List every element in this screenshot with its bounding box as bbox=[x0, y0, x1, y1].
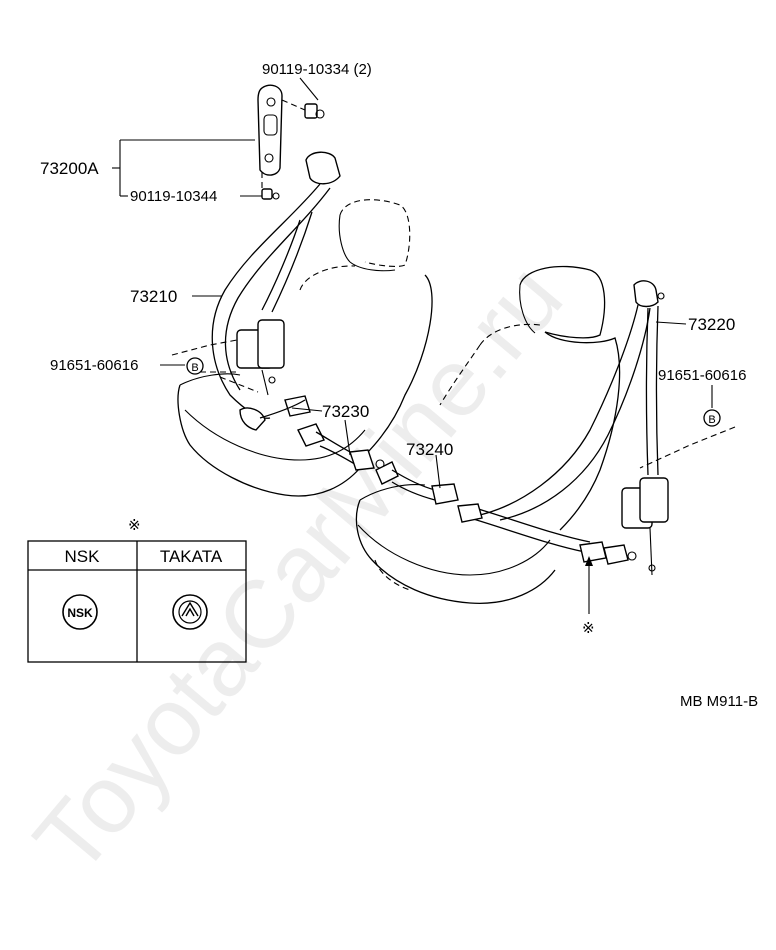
label-91651-60616-left: 91651-60616 bbox=[50, 357, 138, 374]
retractor-right bbox=[621, 477, 669, 576]
callout-b-left: B bbox=[186, 357, 204, 375]
shoulder-anchor-adjuster bbox=[257, 84, 283, 176]
legend-col-takata: TAKATA bbox=[160, 547, 223, 566]
right-belt bbox=[457, 280, 736, 576]
left-seat bbox=[177, 199, 433, 497]
manufacturer-legend: ※ NSK TAKATA NSK bbox=[27, 517, 247, 663]
buckle-73230 bbox=[297, 423, 385, 471]
buckle-73240 bbox=[375, 461, 459, 505]
label-90119-10344: 90119-10344 bbox=[130, 188, 217, 205]
label-90119-10334: 90119-10334 (2) bbox=[262, 61, 372, 78]
nsk-logo-icon: NSK bbox=[62, 594, 98, 630]
callout-b-right-text: B bbox=[708, 414, 715, 426]
bolt-upper-icon bbox=[281, 99, 325, 119]
label-91651-60616-right: 91651-60616 bbox=[658, 367, 746, 384]
note-mark-arrow: ※ bbox=[582, 620, 595, 637]
left-belt bbox=[171, 84, 341, 431]
nsk-logo-text: NSK bbox=[67, 606, 93, 620]
callout-b-right: B bbox=[703, 409, 721, 427]
label-73220: 73220 bbox=[688, 315, 735, 334]
watermark: ToyotaCarMine.ru bbox=[14, 244, 583, 893]
label-73240: 73240 bbox=[406, 440, 453, 459]
label-73230: 73230 bbox=[322, 402, 369, 421]
legend-mark: ※ bbox=[128, 517, 141, 534]
legend-col-nsk: NSK bbox=[65, 547, 101, 566]
figure-code: MB M911-B bbox=[680, 693, 758, 710]
label-73200A: 73200A bbox=[40, 159, 99, 178]
retractor-left bbox=[236, 319, 285, 396]
leader-lines bbox=[112, 77, 713, 614]
callout-b-left-text: B bbox=[191, 362, 198, 374]
takata-logo-icon bbox=[172, 594, 208, 630]
right-seat bbox=[355, 265, 621, 604]
label-73210: 73210 bbox=[130, 287, 177, 306]
bolt-lower-icon bbox=[261, 172, 280, 200]
